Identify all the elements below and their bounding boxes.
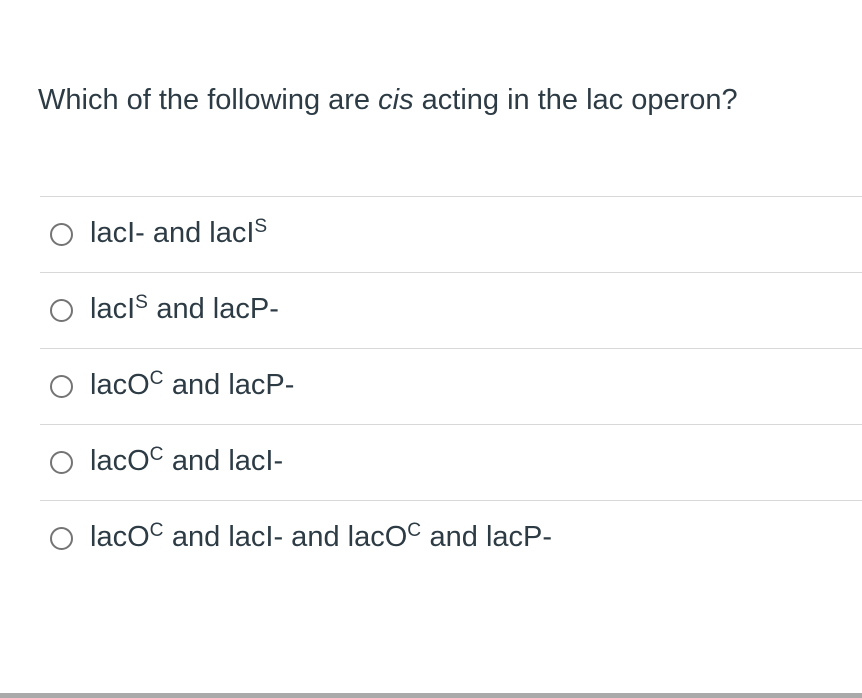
radio-button[interactable] [50,375,73,398]
answer-option-label: lacIS and lacP- [90,291,279,331]
answer-option[interactable]: lacIS and lacP- [40,272,862,348]
radio-button[interactable] [50,223,73,246]
answer-option[interactable]: lacOC and lacI- [40,424,862,500]
text-segment: lacO [90,520,150,553]
text-segment: lacO [90,444,150,477]
answer-option[interactable]: lacI- and lacIS [40,196,862,272]
answer-option[interactable]: lacOC and lacI- and lacOC and lacP- [40,500,862,576]
text-segment: Which of the following are [38,84,379,116]
answer-option-label: lacOC and lacI- and lacOC and lacP- [90,519,552,559]
answer-option-label: lacOC and lacI- [90,443,283,483]
superscript-text: C [149,443,164,465]
superscript-text: C [407,519,422,541]
text-segment: and lacP- [163,368,295,401]
text-segment: cis [378,84,414,116]
superscript-text: S [135,291,149,313]
radio-button[interactable] [50,527,73,550]
answer-option-label: lacOC and lacP- [90,367,294,407]
answer-options: lacI- and lacIS lacIS and lacP- lacOC an… [40,196,862,576]
text-segment: lacI- and lacI [90,216,255,249]
text-segment: and lacP- [421,520,553,553]
superscript-text: C [149,519,164,541]
text-segment: and lacI- and lacO [163,520,408,553]
horizontal-scrollbar[interactable] [0,693,862,698]
text-segment: and lacP- [148,292,279,325]
text-segment: lacO [90,368,150,401]
radio-button[interactable] [50,451,73,474]
text-segment: and lacI- [163,444,284,477]
superscript-text: S [254,215,268,237]
answer-option[interactable]: lacOC and lacP- [40,348,862,424]
radio-button[interactable] [50,299,73,322]
text-segment: acting in the lac operon? [413,84,738,116]
question-text: Which of the following are cis acting in… [38,82,842,118]
text-segment: lacI [90,292,136,325]
superscript-text: C [149,367,164,389]
answer-option-label: lacI- and lacIS [90,215,268,255]
